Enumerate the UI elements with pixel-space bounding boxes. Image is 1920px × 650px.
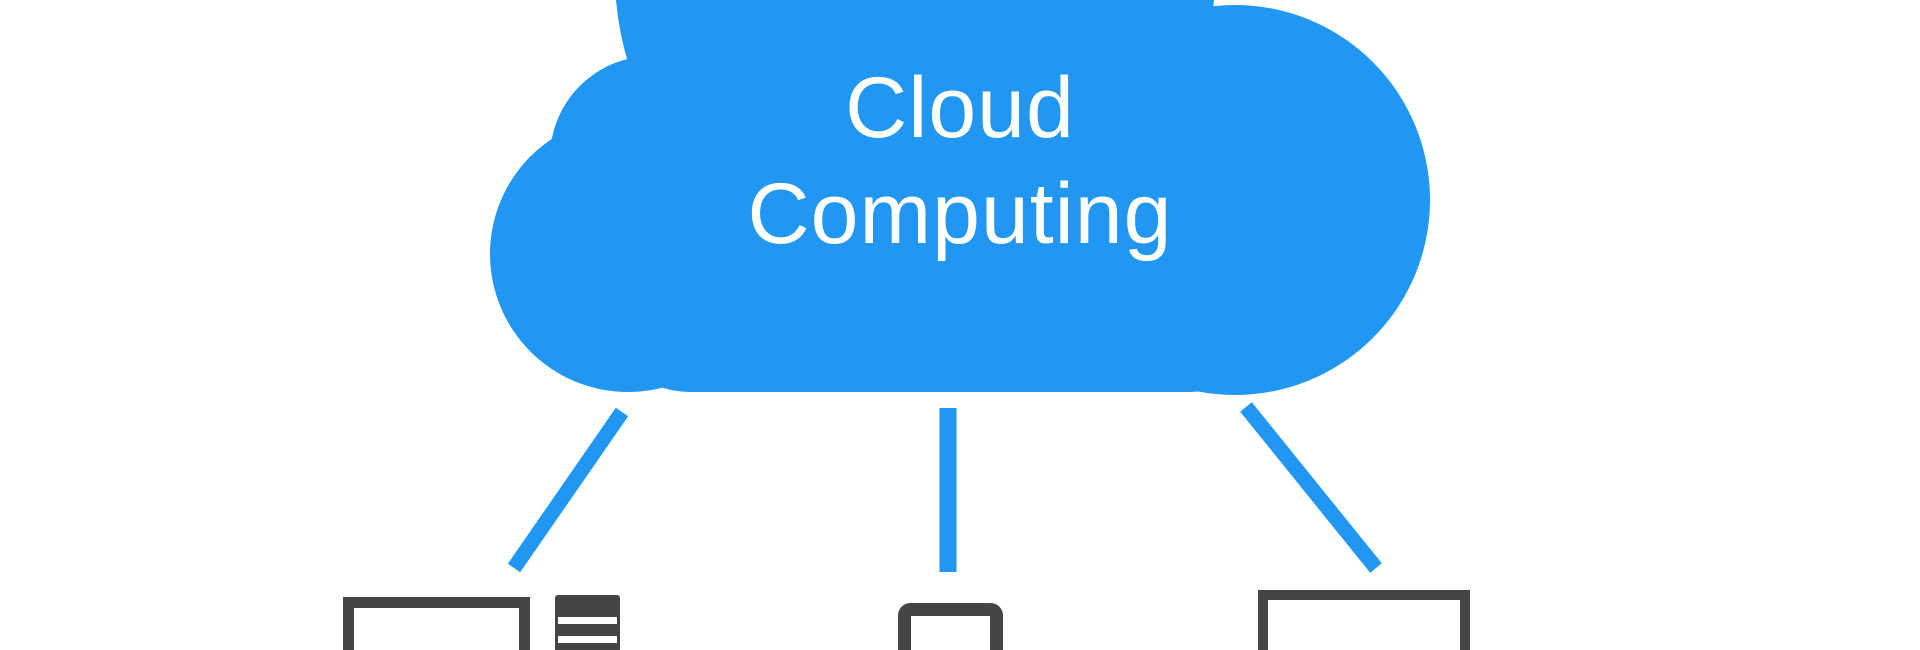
- cloud-label-line2: Computing: [748, 166, 1173, 262]
- right-connector-line: [1240, 402, 1382, 573]
- monitor-icon: [1258, 590, 1470, 650]
- cloud-shape: [490, 0, 1430, 395]
- smartphone-body: [898, 603, 1003, 650]
- desktop-monitor-screen: [343, 597, 530, 650]
- desktop-with-tower-icon: [343, 595, 620, 650]
- cloud-label-line1: Cloud: [845, 60, 1075, 156]
- left-connector-line: [507, 407, 629, 573]
- tower-vent-stripe: [558, 636, 617, 643]
- tower-vent-stripe: [558, 617, 617, 624]
- cloud-body: [600, 60, 1280, 392]
- connector-lines: [507, 402, 1382, 573]
- smartphone-icon: [898, 603, 1003, 650]
- monitor-screen: [1258, 590, 1470, 650]
